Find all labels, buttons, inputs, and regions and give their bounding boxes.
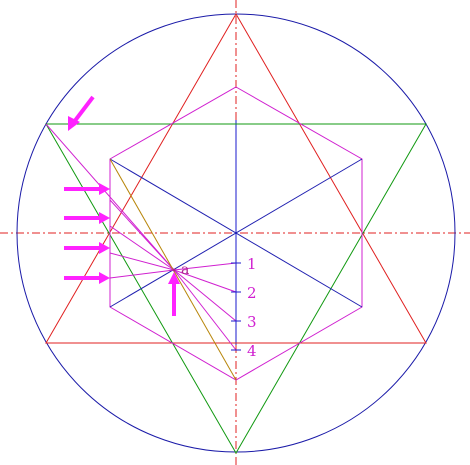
arrow-right-icon <box>64 242 110 254</box>
point-a-label: a <box>181 262 189 278</box>
upward-triangle <box>45 13 427 344</box>
arrow-up-icon <box>168 272 180 316</box>
division-label-2: 2 <box>247 284 257 302</box>
construction-line-b <box>109 225 175 271</box>
arrow-group <box>64 95 180 316</box>
hexagon-diagonal-2 <box>109 158 363 308</box>
construction-line-vertex-to-a <box>45 123 175 271</box>
division-line-4 <box>173 269 237 351</box>
division-label-1: 1 <box>247 255 257 273</box>
arrow-right-icon <box>64 272 110 284</box>
construction-line-a <box>109 199 175 271</box>
arrow-right-icon <box>64 212 110 224</box>
division-line-3 <box>173 269 237 322</box>
arrow-diagonal-icon <box>68 95 95 131</box>
division-line-1 <box>173 262 237 271</box>
arrow-right-icon <box>64 183 110 195</box>
division-line-2 <box>173 269 237 293</box>
division-label-3: 3 <box>247 313 257 331</box>
division-label-4: 4 <box>247 342 257 360</box>
construction-line-d <box>109 269 175 279</box>
point-a-marker <box>172 268 176 272</box>
construction-line-c <box>109 252 175 271</box>
